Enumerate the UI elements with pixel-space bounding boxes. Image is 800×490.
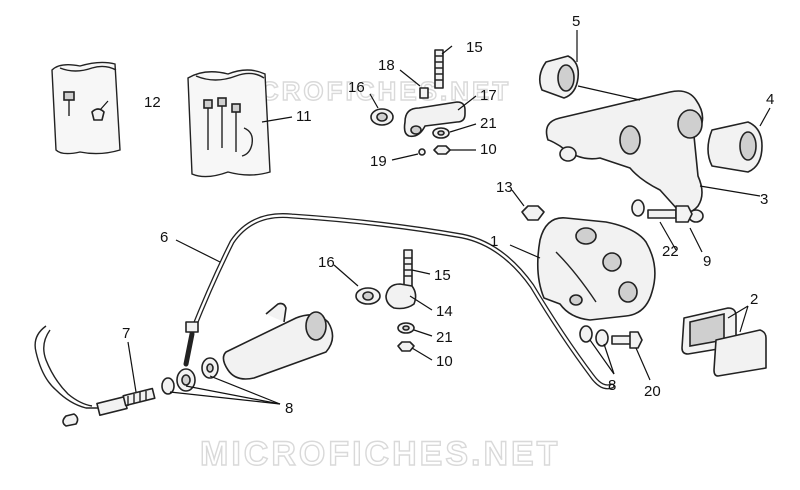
- callout-15-lower: 15: [434, 267, 451, 284]
- part-15-lower-stud: [403, 249, 413, 287]
- callout-3: 3: [760, 191, 768, 208]
- callout-10-lower: 10: [436, 353, 453, 370]
- callout-12: 12: [144, 94, 161, 111]
- leader-lines: [99, 30, 771, 405]
- part-5-large-bush: [538, 55, 580, 99]
- watermark-bottom: MICROFICHES.NET: [200, 435, 560, 473]
- callout-21-upper: 21: [480, 115, 497, 132]
- callout-18: 18: [378, 57, 395, 74]
- callout-labels: 5 4 3 15 18 16 17 21 10 19 12 11 13 1 22…: [122, 13, 774, 417]
- master-cylinder: [161, 302, 334, 395]
- callout-13: 13: [496, 179, 513, 196]
- part-20-banjo-bolt: [579, 325, 643, 349]
- callout-22: 22: [662, 243, 679, 260]
- part-10-upper-nut: [433, 145, 451, 155]
- lower-hardware-cluster: [355, 249, 417, 352]
- part-6-brake-hose: [183, 213, 615, 390]
- part-13-nut: [521, 205, 545, 221]
- part-18-small-screw: [419, 87, 429, 99]
- callout-8-right: 8: [608, 377, 616, 394]
- part-19-small-nut: [418, 148, 426, 156]
- callout-8-left: 8: [285, 400, 293, 417]
- callout-17: 17: [480, 87, 497, 104]
- callout-5: 5: [572, 13, 580, 30]
- part-4-bush: [707, 121, 763, 173]
- callout-4: 4: [766, 91, 774, 108]
- callout-9: 9: [703, 253, 711, 270]
- callout-19: 19: [370, 153, 387, 170]
- part-10-lower-nut: [397, 341, 415, 352]
- callout-1: 1: [490, 233, 498, 250]
- callout-16-upper: 16: [348, 79, 365, 96]
- part-3-caliper-bracket: [545, 90, 704, 223]
- part-14-clamp: [385, 283, 417, 310]
- upper-hardware-cluster: [370, 49, 466, 156]
- callout-10-upper: 10: [480, 141, 497, 158]
- callout-11: 11: [296, 108, 312, 125]
- part-7-pushrod: [34, 325, 156, 427]
- callout-7: 7: [122, 325, 130, 342]
- part-15-upper-stud: [434, 49, 444, 89]
- part-11-bolt-kit-bag: [187, 69, 271, 178]
- callout-15-upper: 15: [466, 39, 483, 56]
- part-12-screw-kit-bag: [51, 61, 121, 155]
- callout-20: 20: [644, 383, 661, 400]
- callout-6: 6: [160, 229, 168, 246]
- part-22-washer-and-9-bolt: [631, 199, 693, 223]
- callout-21-lower: 21: [436, 329, 453, 346]
- watermark-top: MICROFICHES.NET: [225, 76, 511, 106]
- callout-16-lower: 16: [318, 254, 335, 271]
- part-1-brake-caliper: [536, 217, 656, 321]
- part-2-brake-pads: [681, 307, 767, 377]
- callout-2: 2: [750, 291, 758, 308]
- callout-14: 14: [436, 303, 453, 320]
